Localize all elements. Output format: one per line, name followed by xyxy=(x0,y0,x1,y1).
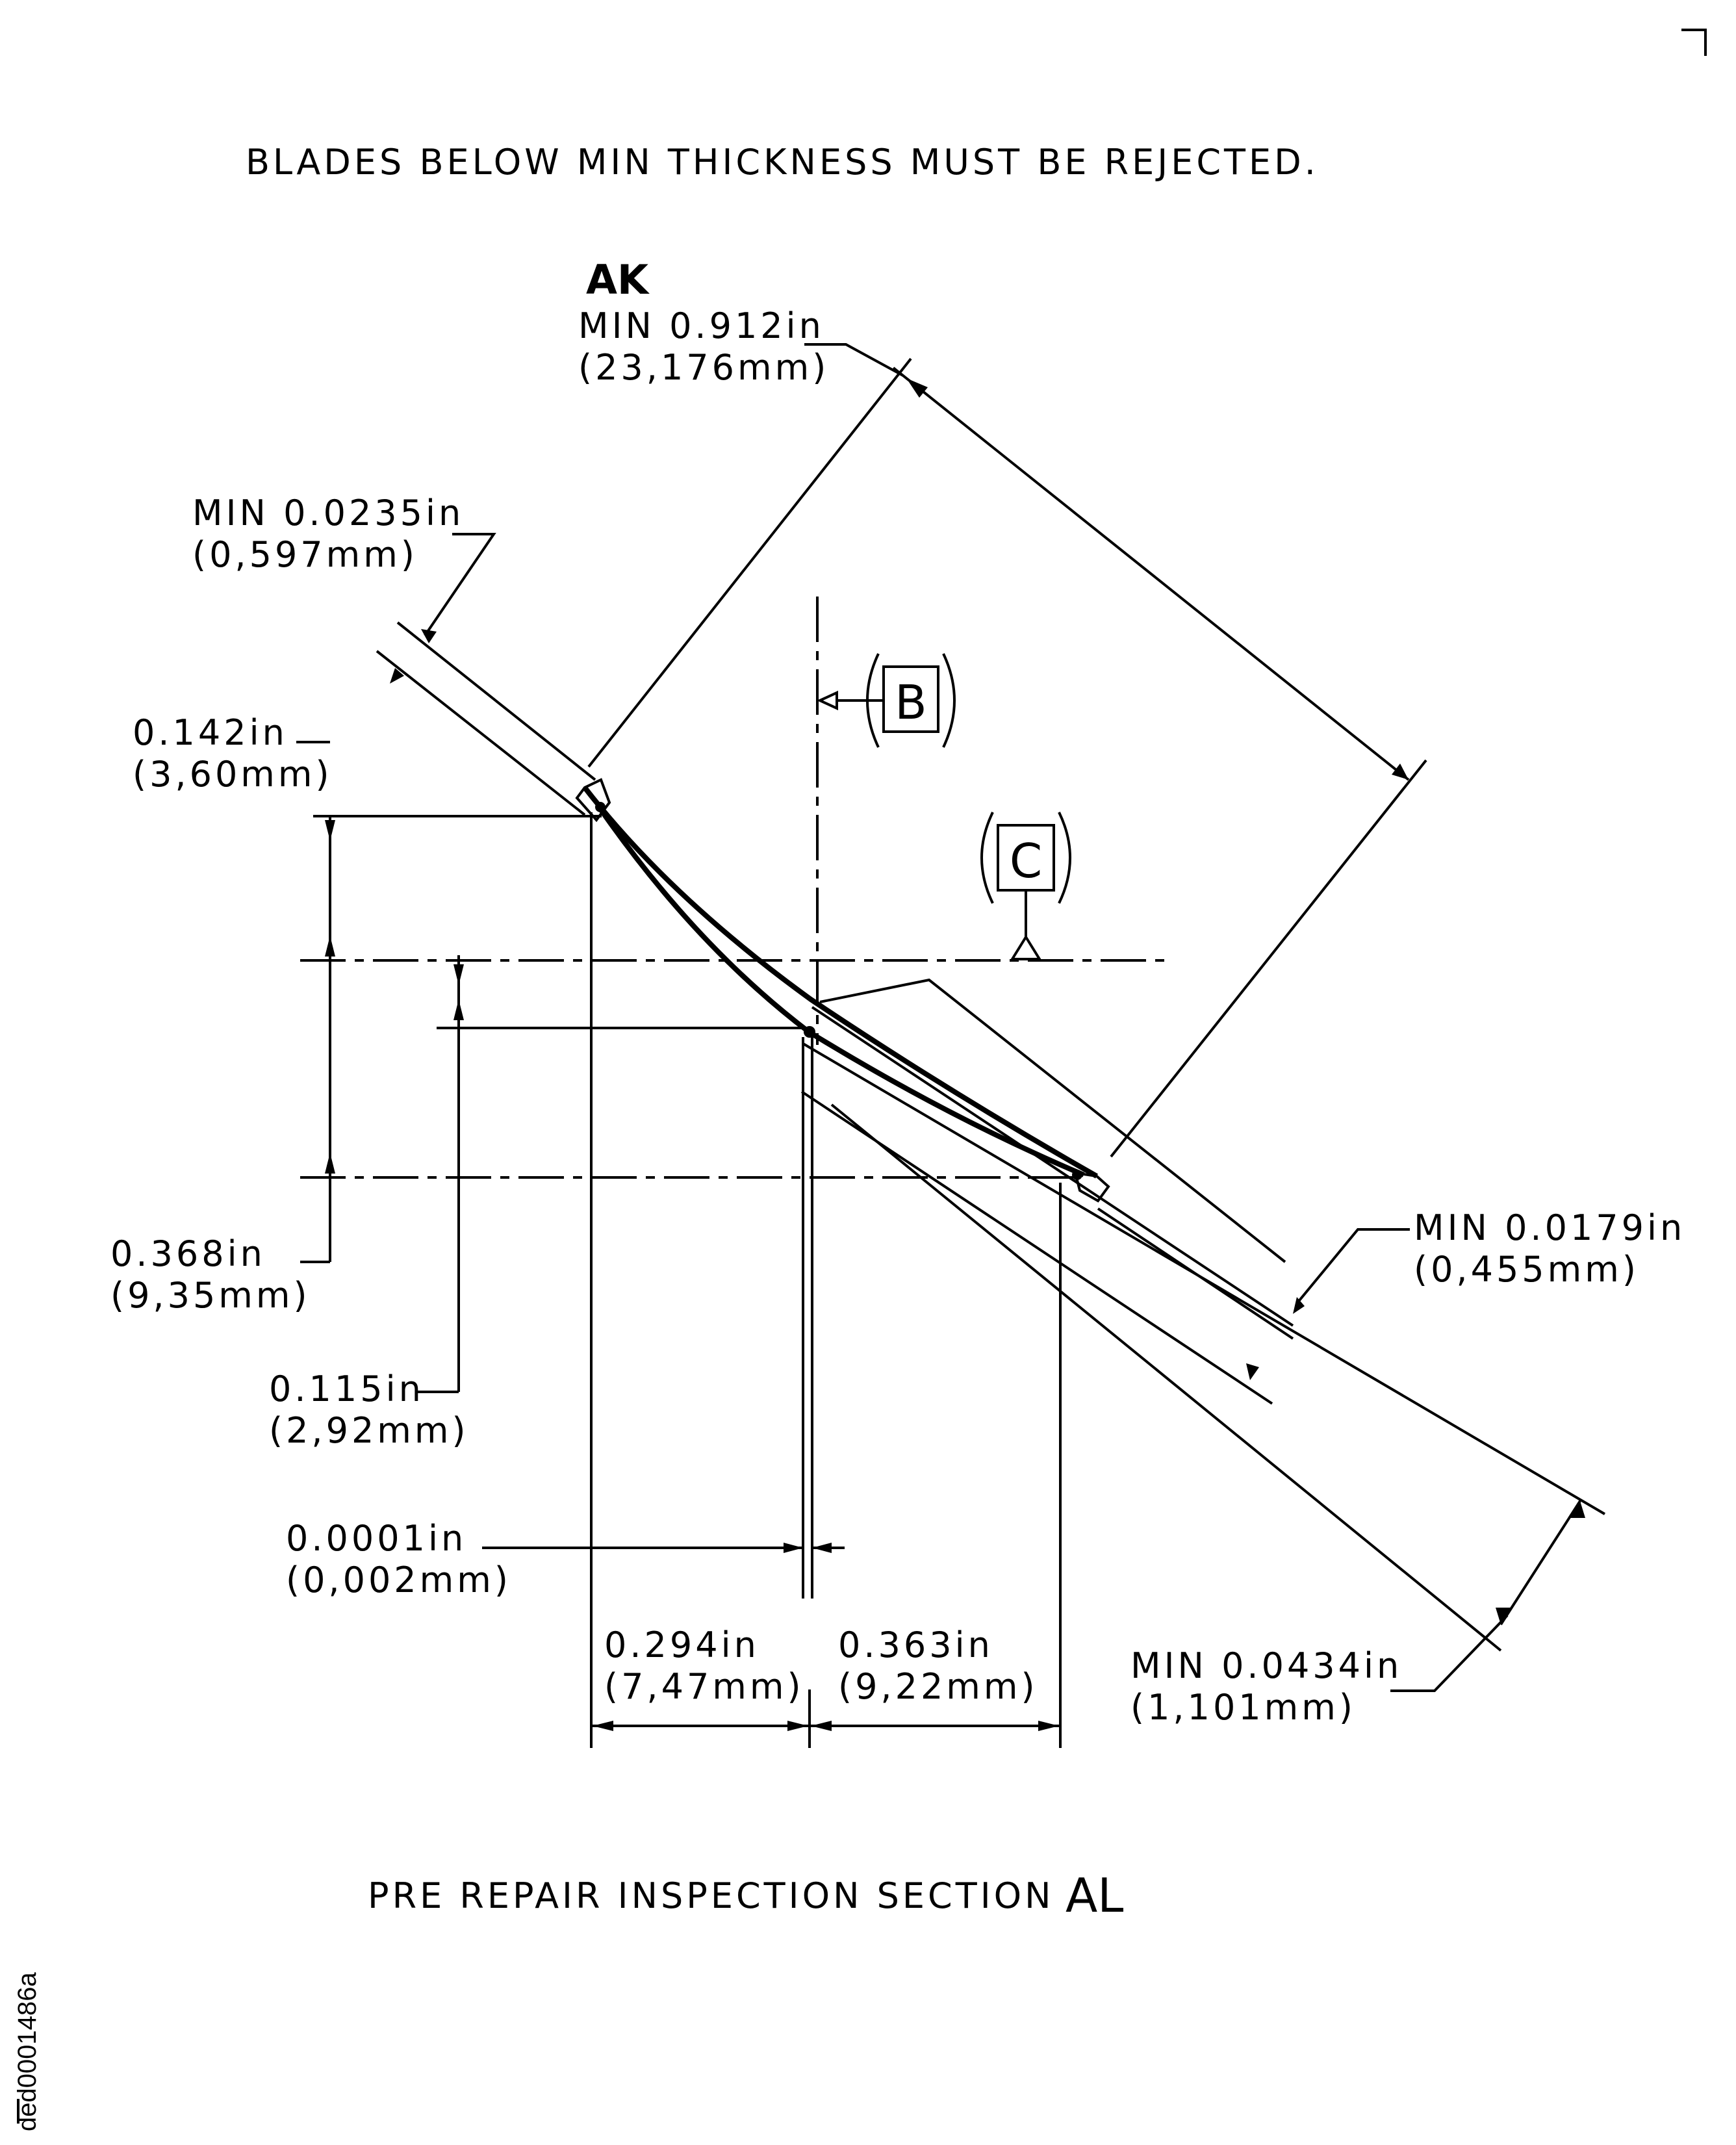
right-span-inch: 0.363in xyxy=(838,1625,993,1665)
datum-b-symbol: B xyxy=(817,653,956,748)
upper-thickness-dimension xyxy=(376,533,596,816)
right-span-mm: (9,22mm) xyxy=(838,1666,1038,1707)
left-span-mm: (7,47mm) xyxy=(604,1666,804,1707)
leading-edge-offset-inch: 0.142in xyxy=(133,712,288,753)
edge-thickness-inch: MIN 0.0434in xyxy=(1130,1645,1402,1686)
vertical-offset-dimensions xyxy=(296,741,804,1393)
trailing-edge-offset-mm: (9,35mm) xyxy=(110,1275,311,1316)
datum-offset-inch: 0.0001in xyxy=(286,1518,466,1559)
trailing-edge-offset-inch: 0.368in xyxy=(110,1233,266,1274)
chord-min-inch: MIN 0.912in xyxy=(578,305,824,346)
horizontal-span-dimensions xyxy=(590,812,1062,1748)
section-view-label: AK xyxy=(586,256,650,303)
footer-title-letter: AL xyxy=(1066,1868,1123,1923)
leading-edge-offset-mm: (3,60mm) xyxy=(133,754,333,795)
mid-offset-mm: (2,92mm) xyxy=(269,1410,469,1451)
upper-thickness-inch: MIN 0.0235in xyxy=(192,493,464,533)
mid-offset-inch: 0.115in xyxy=(269,1368,424,1409)
left-span-inch: 0.294in xyxy=(604,1625,760,1665)
corner-frame-mark xyxy=(1681,29,1707,56)
header-note: BLADES BELOW MIN THICKNESS MUST BE REJEC… xyxy=(246,142,1319,183)
leading-edge-point xyxy=(595,802,606,812)
lower-thickness-inch: MIN 0.0179in xyxy=(1414,1207,1685,1248)
mid-point xyxy=(804,1026,815,1038)
edge-thickness-dimension xyxy=(802,1042,1606,1692)
blade-profile xyxy=(575,778,1110,1203)
chord-min-mm: (23,176mm) xyxy=(578,347,829,388)
footer-title: PRE REPAIR INSPECTION SECTION xyxy=(368,1875,1054,1916)
datum-c-letter: C xyxy=(1010,834,1042,888)
lower-thickness-mm: (0,455mm) xyxy=(1414,1249,1639,1290)
datum-offset-dimension xyxy=(482,1037,845,1599)
datum-c-symbol: C xyxy=(980,812,1071,960)
upper-thickness-mm: (0,597mm) xyxy=(192,534,418,575)
datum-offset-mm: (0,002mm) xyxy=(286,1560,511,1600)
blade-upper-surface xyxy=(582,786,1098,1179)
edge-thickness-mm: (1,101mm) xyxy=(1130,1687,1356,1728)
drawing-id: ded0001486a xyxy=(13,1972,42,2131)
trailing-edge-point xyxy=(1072,1170,1082,1180)
chord-dimension xyxy=(587,343,1427,1158)
datum-b-letter: B xyxy=(895,675,926,730)
